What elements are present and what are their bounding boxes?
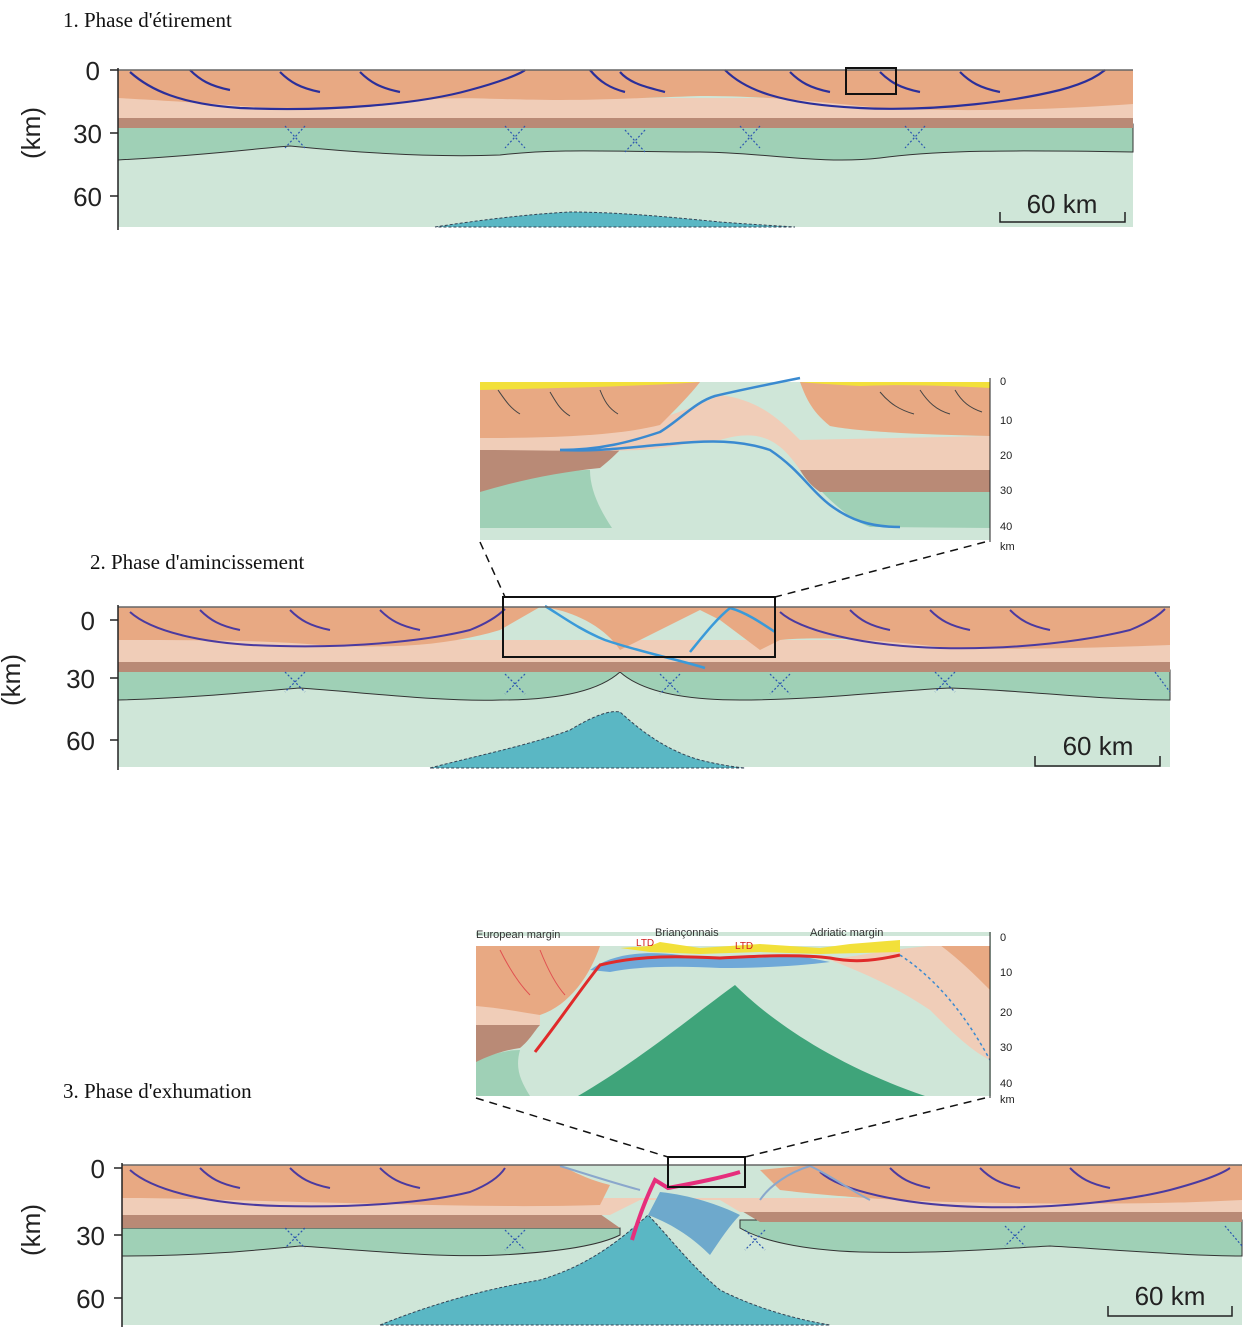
normal-faults [129, 608, 1166, 650]
inset3-label-adriatic-margin: Adriatic margin [810, 927, 883, 939]
inset-asthenosphere-dome [578, 985, 925, 1096]
inset-exhumation-fault [533, 953, 901, 1053]
inset-middle-crust [480, 395, 990, 470]
phase-2-inset: 0 10 20 30 40 km [480, 376, 1015, 553]
zoom-connector-left [479, 541, 506, 598]
inset-lower-crust-right [800, 470, 990, 492]
thinning-detachment-left [559, 1165, 641, 1191]
depth-unit-label: (km) [0, 654, 26, 706]
thinning-detachments [544, 604, 776, 670]
scale-bar-label: 60 km [1135, 1281, 1206, 1311]
inset-sediments [620, 940, 900, 954]
inset-red-faults [499, 949, 566, 996]
inset-lower-crust-left [480, 450, 620, 492]
inset-mantle-right [820, 490, 990, 528]
upper-crust [118, 70, 1133, 111]
inset-small-faults [497, 389, 983, 417]
zoom-frame [502, 596, 776, 658]
mantle-shear-zones [284, 671, 1171, 695]
scale-bar-label: 60 km [1063, 731, 1134, 761]
exhumation-fault [630, 1170, 741, 1241]
mantle-shear-zones [284, 125, 926, 153]
asthenosphere-upwelling [379, 1214, 831, 1326]
depth-tick-0: 0 [86, 56, 100, 86]
lower-crust-right [740, 1210, 1242, 1222]
inset2-tick-20: 20 [1000, 450, 1012, 462]
normal-faults [129, 1167, 1231, 1209]
inset3-tick-30: 30 [1000, 1042, 1012, 1054]
inset3-tick-20: 20 [1000, 1007, 1012, 1019]
phase-1-caption: 1. Phase d'étirement [63, 8, 232, 32]
zoom-frame [845, 67, 897, 95]
lithospheric-mantle-right [739, 1219, 1243, 1257]
upper-crust-left [122, 1165, 610, 1207]
scale-bar [1107, 1306, 1233, 1317]
depth-tick-30: 30 [66, 664, 95, 694]
lithospheric-mantle-left [121, 1227, 621, 1257]
depth-tick-60: 60 [66, 726, 95, 756]
mantle-shear-zones [284, 1225, 1243, 1251]
inset2-tick-0: 0 [1000, 376, 1006, 388]
scale-bar-label: 60 km [1027, 189, 1098, 219]
depth-unit-label: (km) [16, 107, 46, 159]
phase-2-section: 0 30 60 (km) 60 km [0, 596, 1171, 770]
depth-tick-0: 0 [81, 606, 95, 636]
inset-mantle-left [476, 1050, 530, 1096]
inset-detachment-upper [559, 376, 801, 452]
zoom-connector-right [774, 541, 986, 598]
zoom-connector-right [744, 1097, 986, 1158]
inset2-unit: km [1000, 541, 1015, 553]
inset-lower-crust-left [476, 1025, 540, 1062]
inset-upper-crust-left [480, 382, 700, 438]
lithospheric-mantle [117, 123, 1134, 161]
inset2-tick-10: 10 [1000, 415, 1012, 427]
asthenosphere-upwelling [429, 711, 746, 769]
phase-1-section: 0 30 60 (km) 60 km [16, 56, 1134, 230]
phase-3-caption: 3. Phase d'exhumation [63, 1079, 252, 1103]
lithospheric-mantle [117, 669, 1171, 701]
inset2-tick-40: 40 [1000, 521, 1012, 533]
inset3-label-brianconnais: Briançonnais [655, 927, 719, 939]
thinning-detachment-right [759, 1164, 871, 1201]
inset-mantle-left [480, 470, 612, 528]
inset3-tick-40: 40 [1000, 1078, 1012, 1090]
inset3-label-european-margin: European margin [476, 929, 560, 941]
depth-tick-60: 60 [76, 1284, 105, 1314]
exhumed-mantle [648, 1192, 740, 1255]
phase-3-section: 0 30 60 (km) 60 km [16, 1154, 1243, 1327]
inset2-tick-30: 30 [1000, 485, 1012, 497]
inset3-label-ltd-1: LTD [636, 938, 654, 949]
scale-bar [1034, 756, 1161, 767]
depth-unit-label: (km) [16, 1204, 46, 1256]
zoom-connector-left [475, 1097, 669, 1158]
inset-middle-crust-right [830, 945, 990, 1060]
inset-upper-crust-right [800, 382, 990, 436]
inset3-tick-10: 10 [1000, 967, 1012, 979]
zoom-frame [667, 1156, 746, 1188]
depth-tick-30: 30 [76, 1221, 105, 1251]
inset-detachment-lower [559, 440, 901, 529]
inset-upper-crust-right [940, 936, 990, 990]
upper-crust-right [760, 1165, 1242, 1204]
inset3-label-ltd-2: LTD [735, 941, 753, 952]
asthenosphere-upwelling [434, 211, 796, 228]
lower-crust-left [122, 1214, 620, 1228]
phase-3-inset: European margin Briançonnais Adriatic ma… [476, 927, 1015, 1106]
phase-2-caption: 2. Phase d'amincissement [90, 550, 305, 574]
inset3-unit: km [1000, 1094, 1015, 1106]
inset-sediments [480, 382, 990, 390]
upper-crust [118, 607, 1170, 650]
depth-tick-0: 0 [91, 1154, 105, 1184]
scale-bar [999, 212, 1126, 223]
lower-crust [118, 636, 1170, 672]
depth-tick-60: 60 [73, 182, 102, 212]
depth-tick-30: 30 [73, 119, 102, 149]
inset-right-detachment [899, 954, 991, 1061]
inset3-tick-0: 0 [1000, 932, 1006, 944]
